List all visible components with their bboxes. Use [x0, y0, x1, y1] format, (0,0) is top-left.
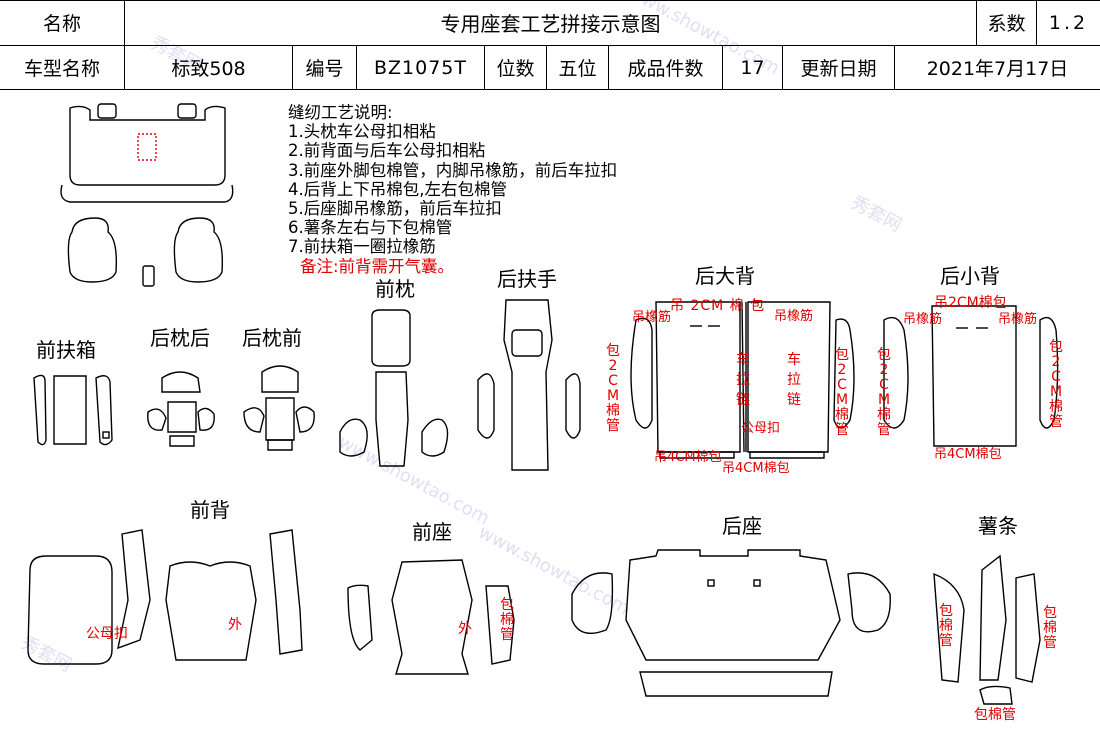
- annotation: 吊橡筋: [632, 310, 672, 325]
- annotation: 吊橡筋: [998, 312, 1038, 327]
- code-value: BZ1075T: [357, 45, 485, 90]
- section-front-armbox: 前扶箱: [36, 338, 96, 362]
- annotation: 包2CM棉管: [606, 343, 620, 434]
- pieces-value: 17: [723, 45, 783, 90]
- note-item: 2.前背面与后车公母扣相粘: [288, 141, 486, 161]
- model-value: 标致508: [125, 45, 293, 90]
- annotation: 车拉链: [787, 352, 801, 408]
- seat-overview-diagram: [60, 103, 234, 287]
- name-label: 名称: [0, 0, 125, 45]
- front-headrest-pieces: [339, 309, 449, 467]
- annotation: 吊4CM棉包: [654, 450, 722, 465]
- pieces-label: 成品件数: [609, 45, 723, 90]
- model-label: 车型名称: [0, 45, 125, 90]
- rear-bench-outline: [69, 105, 226, 186]
- section-front-headrest: 前枕: [375, 277, 415, 301]
- page-title: 专用座套工艺拼接示意图: [125, 0, 977, 45]
- date-value: 2021年7月17日: [926, 58, 1069, 80]
- coef-label: 系数: [977, 0, 1037, 45]
- rear-headrest-right: [177, 103, 197, 119]
- annotation: 包2CM棉管: [1049, 339, 1063, 430]
- rear-seat-pieces: [571, 549, 891, 697]
- annotation: 吊4CM棉包: [934, 447, 1002, 462]
- rear-big-back-pieces: [630, 301, 855, 459]
- annotation: 公母扣: [741, 421, 781, 436]
- section-rear-small-back: 后小背: [940, 264, 1000, 288]
- annotation: 公母扣: [86, 626, 128, 642]
- annotation: 包棉管: [500, 597, 514, 643]
- coef-value: 1.2: [1048, 11, 1089, 34]
- annotation: 吊橡筋: [903, 312, 943, 327]
- front-armbox-pieces: [33, 374, 113, 446]
- section-front-seat: 前座: [412, 520, 452, 544]
- date-label: 更新日期: [783, 45, 895, 90]
- console-box: [142, 265, 155, 287]
- annotation: 外: [228, 617, 242, 633]
- note-item: 5.后座脚吊橡筋，前后车拉扣: [288, 199, 502, 219]
- note-item: 7.前扶箱一圈拉橡筋: [288, 237, 436, 257]
- annotation: 吊4CM棉包: [722, 461, 790, 476]
- annotation: 包棉管: [974, 707, 1016, 723]
- note-item: 4.后背上下吊棉包,左右包棉管: [288, 179, 507, 199]
- annotation: 包2CM棉管: [835, 347, 849, 438]
- section-fries-strip: 薯条: [978, 514, 1018, 538]
- note-item: 6.薯条左右与下包棉管: [288, 218, 453, 238]
- section-rear-seat: 后座: [722, 514, 762, 538]
- rear-headrest-front-pieces: [243, 365, 315, 451]
- front-seat-right: [173, 217, 224, 283]
- header-table: 名称 专用座套工艺拼接示意图 系数 1.2 车型名称 标致508 编号 BZ10…: [0, 0, 1100, 90]
- annotation: 车拉链: [736, 352, 750, 408]
- section-rear-headrest-back: 后枕后: [150, 326, 210, 350]
- note-item: 1.头枕车公母扣相粘: [288, 122, 436, 142]
- annotation: 吊 2CM 棉 包: [670, 298, 766, 314]
- code-label: 编号: [293, 45, 357, 90]
- armrest-opening: [137, 133, 157, 161]
- section-rear-armrest: 后扶手: [497, 267, 557, 291]
- front-back-pieces: [27, 529, 303, 665]
- rear-bench-base: [60, 184, 234, 203]
- notes-heading: 缝纫工艺说明:: [288, 103, 393, 122]
- seat-value: 五位: [547, 45, 609, 90]
- annotation: 包棉管: [939, 603, 953, 649]
- rear-small-back-pieces: [883, 305, 1059, 447]
- seat-label: 位数: [485, 45, 547, 90]
- sewing-notes: 缝纫工艺说明: 1.头枕车公母扣相粘 2.前背面与后车公母扣相粘 3.前座外脚包…: [288, 103, 617, 276]
- rear-headrest-left: [97, 103, 117, 119]
- rear-armrest-pieces: [477, 299, 581, 471]
- fries-strip-pieces: [933, 554, 1041, 705]
- annotation: 吊橡筋: [774, 309, 814, 324]
- annotation: 外: [458, 621, 472, 637]
- annotation: 包2CM棉管: [877, 347, 891, 438]
- section-front-back: 前背: [190, 498, 230, 522]
- annotation: 包棉管: [1043, 605, 1057, 651]
- front-seat-left: [67, 217, 118, 283]
- note-item: 3.前座外脚包棉管，内脚吊橡筋，前后车拉扣: [288, 160, 618, 180]
- annotation: 吊2CM棉包: [934, 295, 1007, 311]
- section-rear-headrest-front: 后枕前: [242, 326, 302, 350]
- section-rear-big-back: 后大背: [695, 264, 755, 288]
- front-seat-pieces: [347, 559, 515, 675]
- notes-remark: 备注:前背需开气囊。: [300, 256, 455, 276]
- rear-headrest-back-pieces: [147, 371, 215, 447]
